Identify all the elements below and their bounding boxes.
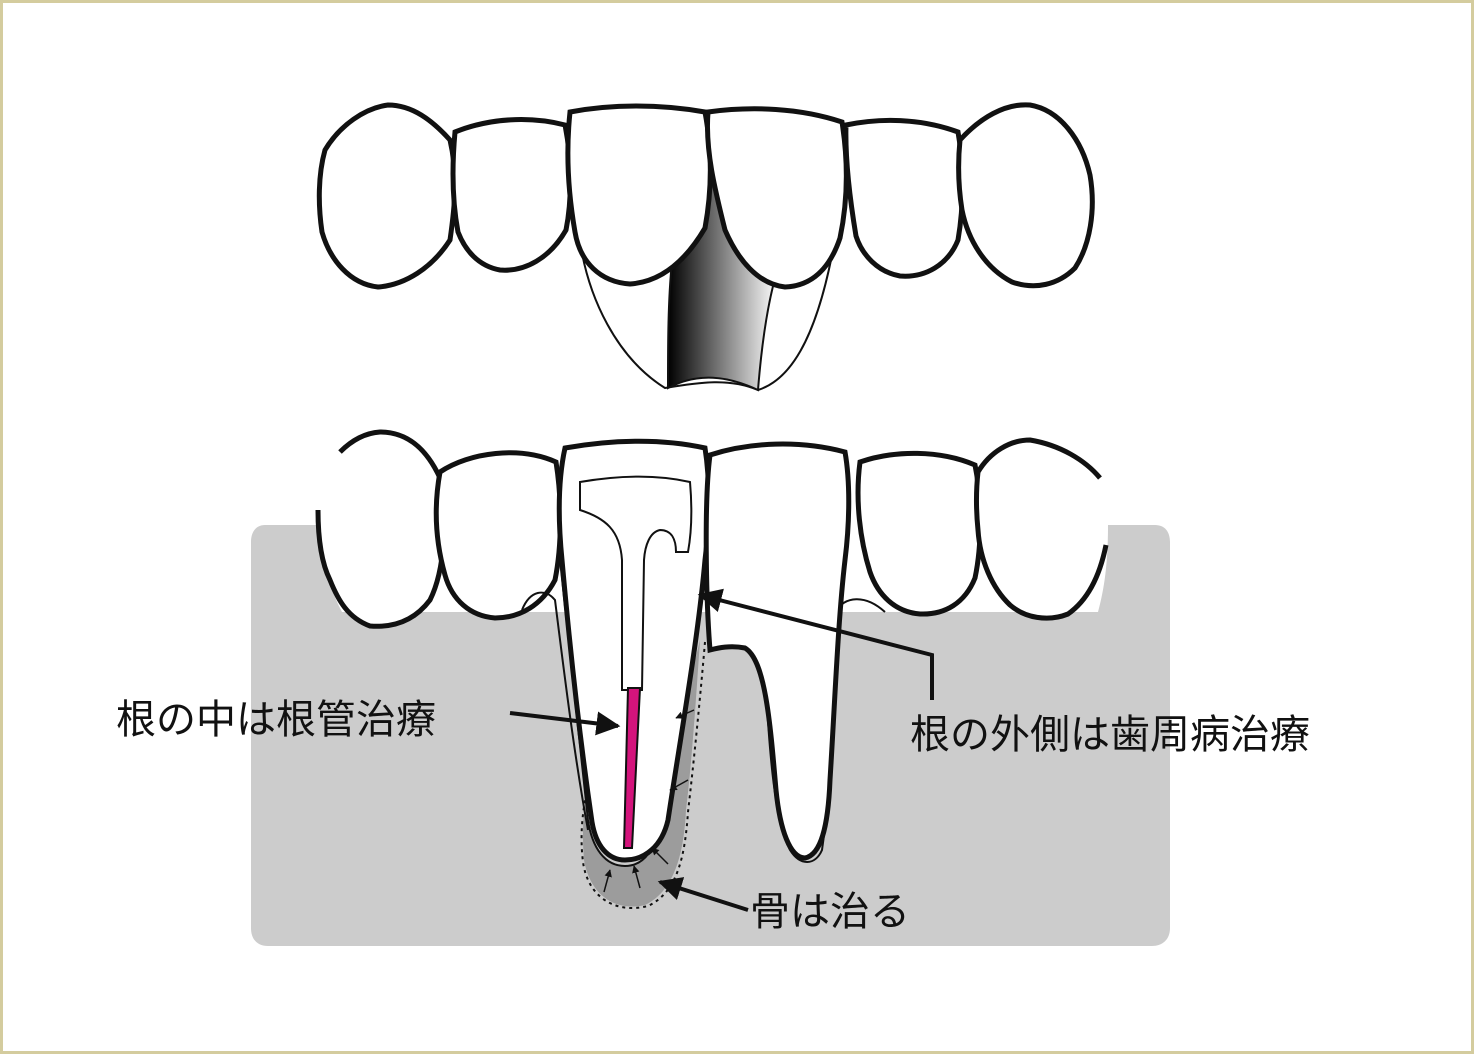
upper-tooth-3 xyxy=(565,103,713,287)
lower-tooth-2 xyxy=(433,450,563,621)
heal-arrow-1 xyxy=(603,869,612,893)
lower-tooth-6 xyxy=(974,437,1109,621)
upper-arch xyxy=(316,102,1095,392)
label-bone-heals: 骨は治る xyxy=(750,889,910,935)
lower-tooth-5 xyxy=(855,450,983,617)
arrow-root-canal xyxy=(509,711,621,736)
lower-arch xyxy=(251,429,1170,946)
bone-lesion xyxy=(582,640,700,907)
arrow-periodontal xyxy=(697,588,934,700)
heal-arrow-5 xyxy=(675,709,695,719)
upper-tooth-6 xyxy=(956,102,1095,289)
gum-line-left xyxy=(521,591,589,831)
upper-tooth-2 xyxy=(450,117,573,273)
heal-arrow-3 xyxy=(651,847,669,865)
label-root-canal: 根の中は根管治療 xyxy=(116,697,436,743)
annotations xyxy=(509,588,934,912)
upper-tooth-5 xyxy=(843,117,965,279)
label-periodontal: 根の外側は歯周病治療 xyxy=(910,712,1310,758)
bone-block xyxy=(251,525,1170,946)
lower-tooth-1 xyxy=(315,429,447,629)
lower-tooth-4 xyxy=(703,441,852,861)
heal-arrow-4 xyxy=(669,779,689,791)
upper-tooth-1 xyxy=(316,102,458,290)
crown-core xyxy=(579,475,693,691)
upper-tooth-4 xyxy=(704,106,849,290)
root-canal-filling xyxy=(622,687,642,849)
heal-arrow-2 xyxy=(632,865,641,889)
arrow-bone-heals xyxy=(657,877,749,912)
